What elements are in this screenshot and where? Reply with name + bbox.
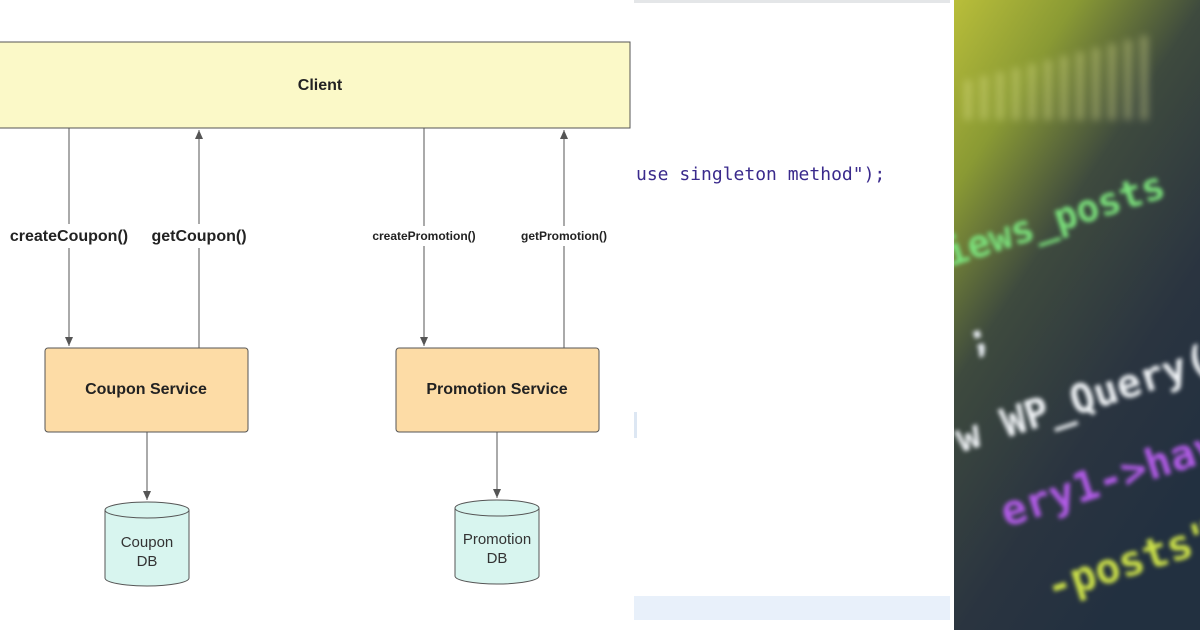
promotion-db-label-line2: DB — [487, 550, 508, 567]
coupon-service-node: Coupon Service — [44, 347, 249, 433]
create-coupon-label: createCoupon() — [10, 228, 128, 245]
code-cursor-mark — [634, 412, 637, 438]
coupon-service-label: Coupon Service — [85, 381, 207, 398]
create-promotion-edge: createPromotion() — [372, 128, 476, 346]
get-promotion-label: getPromotion() — [521, 229, 607, 243]
get-promotion-edge: getPromotion() — [521, 130, 607, 348]
coupon-db-label-line1: Coupon — [121, 534, 174, 551]
code-bottom-bar — [634, 596, 950, 620]
promotion-service-label: Promotion Service — [426, 381, 567, 398]
code-photo-canvas: views_posts ; w WP_Query( ery1->have -po… — [954, 0, 1200, 630]
create-promotion-label: createPromotion() — [372, 229, 475, 243]
client-node: Client — [0, 41, 631, 129]
architecture-diagram: Client createCoupon() getCoupon() create… — [0, 41, 631, 587]
code-photo: views_posts ; w WP_Query( ery1->have -po… — [954, 0, 1200, 630]
coupon-db-label-line2: DB — [137, 553, 158, 570]
promotion-db-node: Promotion DB — [454, 499, 540, 585]
diagram-canvas: Client createCoupon() getCoupon() create… — [0, 41, 631, 587]
client-label: Client — [298, 77, 343, 94]
code-snippet-panel: use singleton method"); — [632, 0, 954, 630]
get-coupon-edge: getCoupon() — [151, 130, 247, 348]
code-line: use singleton method"); — [636, 164, 886, 185]
coupon-db-node: Coupon DB — [104, 501, 190, 587]
photo-blurred-glyphs — [964, 36, 1148, 120]
promotion-db-label-line1: Promotion — [463, 531, 531, 548]
code-top-divider — [634, 0, 950, 3]
get-coupon-label: getCoupon() — [151, 228, 246, 245]
create-coupon-edge: createCoupon() — [10, 128, 128, 346]
promotion-service-node: Promotion Service — [395, 347, 600, 433]
